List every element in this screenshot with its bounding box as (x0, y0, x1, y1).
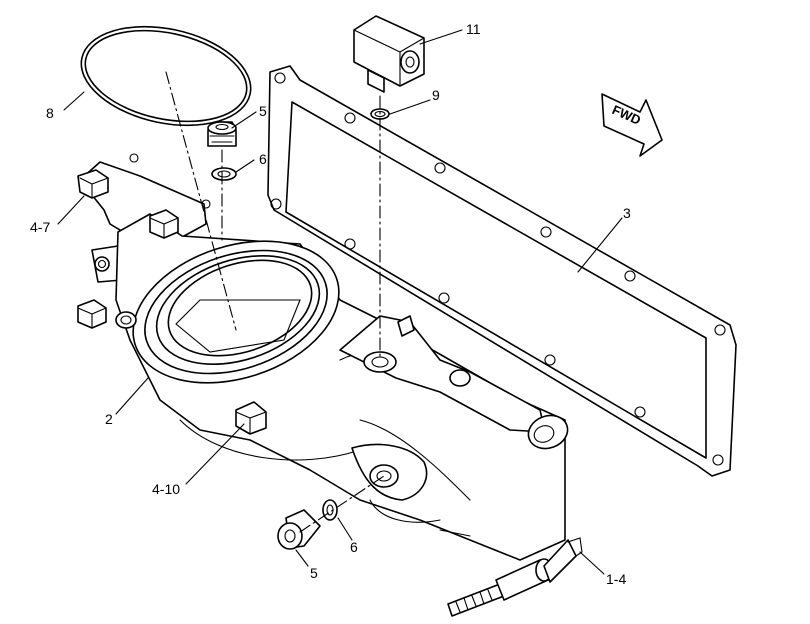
leader-lines (57, 29, 623, 575)
flange-washer (115, 311, 137, 329)
callout-8: 8 (46, 105, 54, 121)
callout-9: 9 (432, 87, 440, 103)
manifold-gasket (267, 65, 737, 477)
o-ring-seal (80, 25, 252, 127)
plug-lower (277, 509, 321, 550)
bolt-lower-left (77, 299, 107, 329)
assembly-center-lines (165, 71, 385, 533)
pressure-sensor (353, 15, 425, 93)
forward-direction-arrow: FWD (601, 93, 663, 157)
callout-4-10: 4-10 (152, 481, 180, 497)
callout-2: 2 (105, 411, 113, 427)
mounting-stud (447, 537, 583, 617)
callout-6-upper: 6 (259, 151, 267, 167)
callout-5-lower: 5 (310, 565, 318, 581)
gasket-bolt-holes (270, 72, 726, 466)
plug-upper (207, 121, 237, 147)
washer-upper (211, 167, 237, 181)
callout-labels: 8 11 5 9 6 4-7 3 2 4-10 6 5 1-4 (30, 21, 631, 587)
bolt-upper-mid (149, 209, 179, 239)
callout-6-lower: 6 (350, 539, 358, 555)
callout-5-upper: 5 (259, 103, 267, 119)
bolt-upper-left (77, 169, 109, 199)
callout-1-4: 1-4 (606, 571, 626, 587)
callout-3: 3 (623, 205, 631, 221)
inlet-flange (132, 240, 340, 384)
callout-11: 11 (466, 21, 481, 37)
bolt-front (235, 401, 267, 435)
callout-4-7: 4-7 (30, 219, 50, 235)
washer-lower (322, 499, 338, 521)
